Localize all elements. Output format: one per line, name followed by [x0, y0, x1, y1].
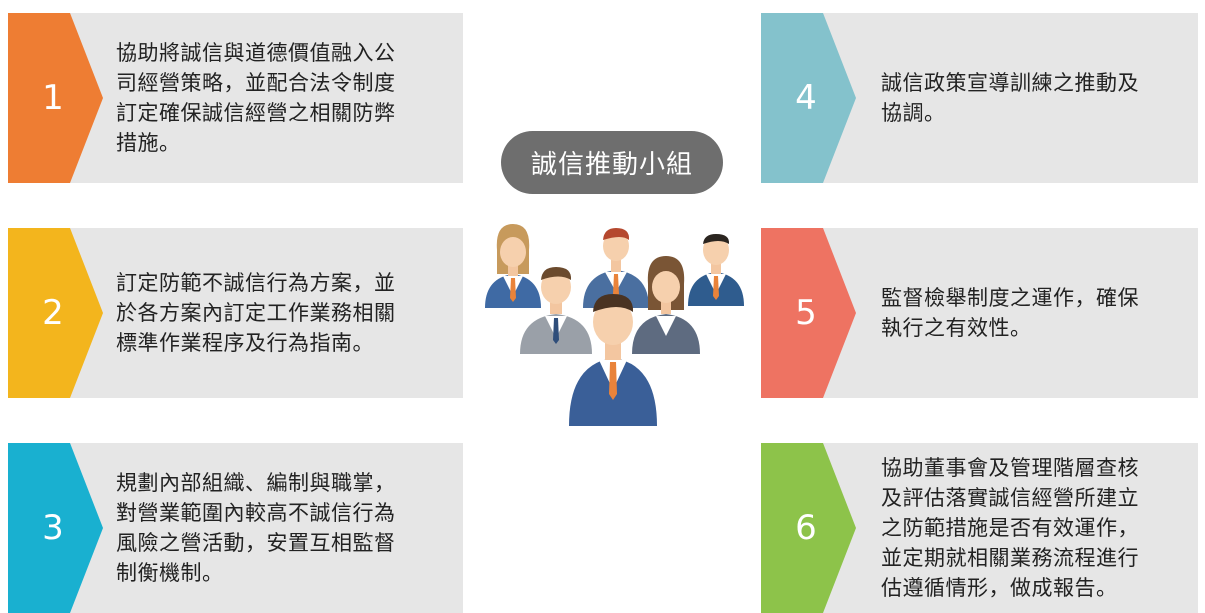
step-tab-3	[8, 443, 103, 613]
step-text-line: 司經營策略，並配合法令制度	[116, 71, 396, 95]
person-man-front-center	[569, 294, 657, 426]
arrow-tab-shape	[761, 228, 856, 398]
step-tab-4	[761, 13, 856, 183]
step-text-line: 對營業範圍內較高不誠信行為	[116, 501, 396, 525]
step-number: 4	[795, 78, 817, 118]
step-card-6: 6 協助董事會及管理階層查核 及評估落實誠信經營所建立 之防範措施是否有效運作，…	[761, 443, 1198, 613]
arrow-tab-shape	[761, 443, 856, 613]
step-text-line: 估遵循情形，做成報告。	[881, 576, 1118, 600]
step-number: 1	[42, 78, 64, 118]
step-text-line: 之防範措施是否有效運作，	[881, 516, 1139, 540]
arrow-tab-shape	[8, 13, 103, 183]
step-text-line: 監督檢舉制度之運作，確保	[881, 286, 1139, 310]
step-card-2: 2 訂定防範不誠信行為方案，並 於各方案內訂定工作業務相關 標準作業程序及行為指…	[8, 228, 463, 398]
team-title: 誠信推動小組	[501, 131, 723, 194]
step-text: 監督檢舉制度之運作，確保 執行之有效性。	[881, 228, 1180, 398]
step-text-line: 訂定確保誠信經營之相關防弊	[116, 101, 396, 125]
step-tab-5	[761, 228, 856, 398]
step-text-line: 標準作業程序及行為指南。	[116, 331, 374, 355]
person-man-middle-left	[520, 267, 592, 354]
step-text-line: 並定期就相關業務流程進行	[881, 546, 1139, 570]
step-card-3: 3 規劃內部組織、編制與職掌， 對營業範圍內較高不誠信行為 風險之營活動，安置互…	[8, 443, 463, 613]
arrow-tab-shape	[8, 443, 103, 613]
arrow-tab-shape	[761, 13, 856, 183]
step-text: 規劃內部組織、編制與職掌， 對營業範圍內較高不誠信行為 風險之營活動，安置互相監…	[116, 443, 447, 613]
person-man-back-right	[688, 234, 744, 306]
step-tab-6	[761, 443, 856, 613]
step-number: 6	[795, 508, 817, 548]
person-woman-middle-right	[632, 256, 700, 354]
step-text: 誠信政策宣導訓練之推動及 協調。	[881, 13, 1180, 183]
step-tab-1	[8, 13, 103, 183]
step-number: 2	[42, 293, 64, 333]
step-card-5: 5 監督檢舉制度之運作，確保 執行之有效性。	[761, 228, 1198, 398]
step-text-line: 協調。	[881, 101, 946, 125]
step-text-line: 誠信政策宣導訓練之推動及	[881, 71, 1139, 95]
step-text-line: 執行之有效性。	[881, 316, 1032, 340]
step-card-1: 1 協助將誠信與道德價值融入公 司經營策略，並配合法令制度 訂定確保誠信經營之相…	[8, 13, 463, 183]
step-text-line: 規劃內部組織、編制與職掌，	[116, 471, 396, 495]
step-text-line: 制衡機制。	[116, 561, 224, 585]
arrow-tab-shape	[8, 228, 103, 398]
team-people-icon	[485, 224, 744, 426]
step-text: 協助董事會及管理階層查核 及評估落實誠信經營所建立 之防範措施是否有效運作， 並…	[881, 443, 1180, 613]
step-text-line: 措施。	[116, 131, 181, 155]
step-text-line: 於各方案內訂定工作業務相關	[116, 301, 396, 325]
step-number: 5	[795, 293, 817, 333]
step-text-line: 訂定防範不誠信行為方案，並	[116, 271, 396, 295]
step-card-4: 4 誠信政策宣導訓練之推動及 協調。	[761, 13, 1198, 183]
step-text-line: 協助將誠信與道德價值融入公	[116, 41, 396, 65]
step-text-line: 風險之營活動，安置互相監督	[116, 531, 396, 555]
step-text-line: 及評估落實誠信經營所建立	[881, 486, 1139, 510]
step-text: 協助將誠信與道德價值融入公 司經營策略，並配合法令制度 訂定確保誠信經營之相關防…	[116, 13, 447, 183]
step-tab-2	[8, 228, 103, 398]
step-text-line: 協助董事會及管理階層查核	[881, 456, 1139, 480]
step-text: 訂定防範不誠信行為方案，並 於各方案內訂定工作業務相關 標準作業程序及行為指南。	[116, 228, 447, 398]
step-number: 3	[42, 508, 64, 548]
person-woman-left	[485, 224, 541, 308]
